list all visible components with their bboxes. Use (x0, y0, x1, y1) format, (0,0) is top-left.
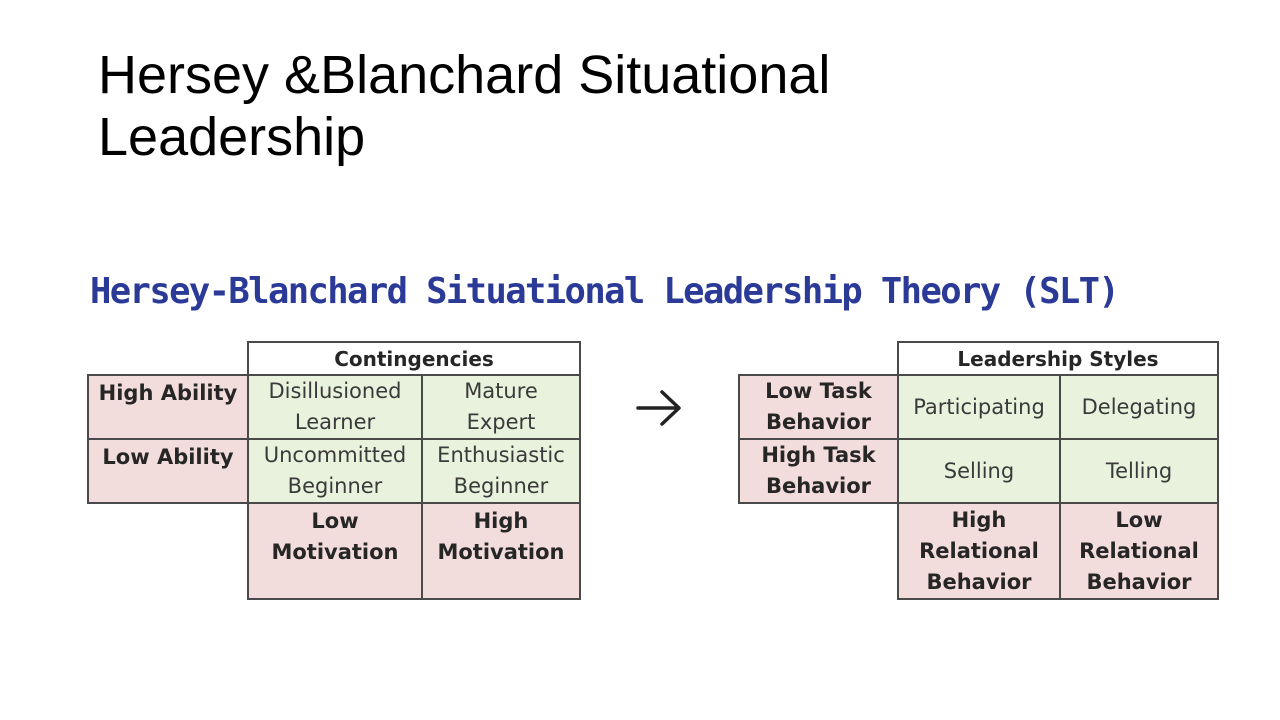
column-label-low-relational-behavior: Low Relational Behavior (1059, 502, 1219, 600)
slide-title-line-2: Leadership (98, 107, 366, 167)
row-label-low-ability: Low Ability (87, 438, 249, 504)
column-label-high-motivation: High Motivation (421, 502, 581, 600)
cell-selling: Selling (897, 438, 1061, 504)
diagram-title: Hersey-Blanchard Situational Leadership … (90, 271, 1120, 312)
cell-telling: Telling (1059, 438, 1219, 504)
cell-enthusiastic-beginner: Enthusiastic Beginner (421, 438, 581, 504)
cell-uncommitted-beginner: Uncommitted Beginner (247, 438, 423, 504)
cell-delegating: Delegating (1059, 374, 1219, 440)
right-arrow-icon (636, 390, 681, 426)
row-label-high-ability: High Ability (87, 374, 249, 440)
column-label-high-relational-behavior: High Relational Behavior (897, 502, 1061, 600)
leadership-styles-header: Leadership Styles (897, 341, 1219, 376)
cell-participating: Participating (897, 374, 1061, 440)
slide-title-line-1: Hersey &Blanchard Situational (98, 45, 831, 105)
row-label-low-task-behavior: Low Task Behavior (738, 374, 899, 440)
cell-disillusioned-learner: Disillusioned Learner (247, 374, 423, 440)
row-label-high-task-behavior: High Task Behavior (738, 438, 899, 504)
contingencies-header: Contingencies (247, 341, 581, 376)
slide-title: Hersey &Blanchard Situational Leadership (98, 44, 1098, 168)
column-label-low-motivation: Low Motivation (247, 502, 423, 600)
cell-mature-expert: Mature Expert (421, 374, 581, 440)
